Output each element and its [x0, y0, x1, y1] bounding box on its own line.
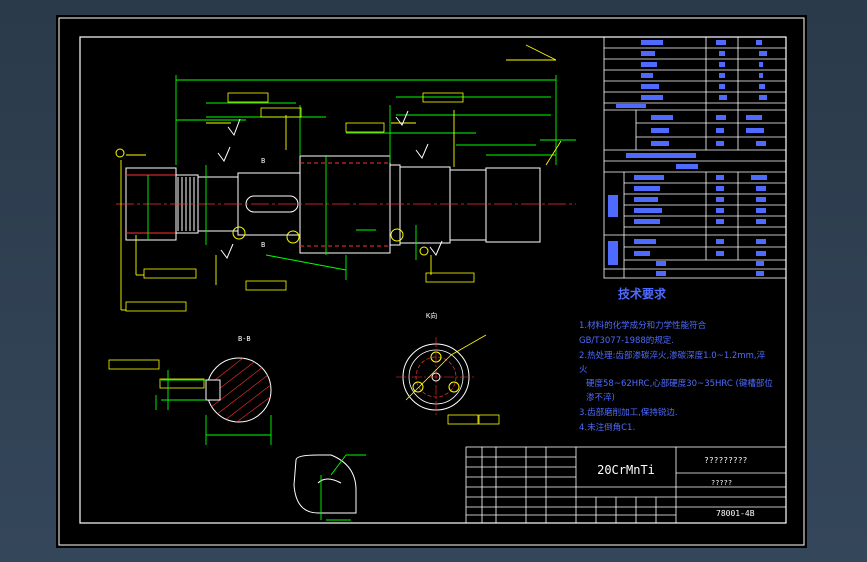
dimension-lines	[147, 75, 576, 280]
drawing-canvas: B-B K向	[58, 17, 805, 546]
tech-req-line: 4.未注倒角C1.	[579, 422, 635, 433]
cut-marker-bottom: B	[261, 241, 265, 249]
drawing-sheet[interactable]: B-B K向	[56, 15, 807, 548]
tech-req-line: 2.热处理:齿部渗碳淬火,渗碳深度1.0~1.2mm,淬	[579, 350, 766, 361]
parameter-table	[603, 36, 787, 279]
subtitle-placeholder: ?????	[711, 479, 732, 487]
tech-req-line: 3.齿部磨削加工,保持锐边.	[579, 407, 678, 418]
section-label: B-B	[238, 335, 251, 343]
title-placeholder: ?????????	[704, 456, 748, 465]
tech-req-list: 1.材料的化学成分和力学性能符合 GB/T3077-1988的规定. 2.热处理…	[579, 320, 773, 433]
section-bb: B-B	[155, 335, 272, 445]
outer-border	[58, 17, 805, 546]
cut-marker-top: B	[261, 157, 265, 165]
tech-req-title: 技术要求	[618, 286, 667, 301]
datum-symbols	[115, 148, 429, 256]
drawing-number: 78001-4B	[716, 509, 755, 518]
keyway-detail	[293, 454, 366, 521]
tech-req-line: 火	[579, 365, 588, 375]
table-text-marks	[608, 40, 767, 276]
tech-req-line: 渗不淬)	[586, 392, 615, 403]
detail-circles	[232, 226, 404, 244]
roughness-symbols	[217, 110, 443, 259]
tech-req-line: 1.材料的化学成分和力学性能符合	[579, 320, 707, 331]
title-block	[465, 446, 787, 524]
inner-border	[79, 36, 787, 524]
view-k-label: K向	[426, 311, 437, 320]
shaft-main-view	[125, 155, 541, 254]
tech-req-line: GB/T3077-1988的规定.	[579, 335, 674, 346]
tolerance-frames	[108, 92, 500, 425]
leader-lines	[120, 44, 562, 311]
material-label: 20CrMnTi	[597, 463, 655, 477]
view-k: K向	[396, 311, 487, 417]
tech-req-line: 硬度58~62HRC,心部硬度30~35HRC (键槽部位	[586, 378, 773, 389]
